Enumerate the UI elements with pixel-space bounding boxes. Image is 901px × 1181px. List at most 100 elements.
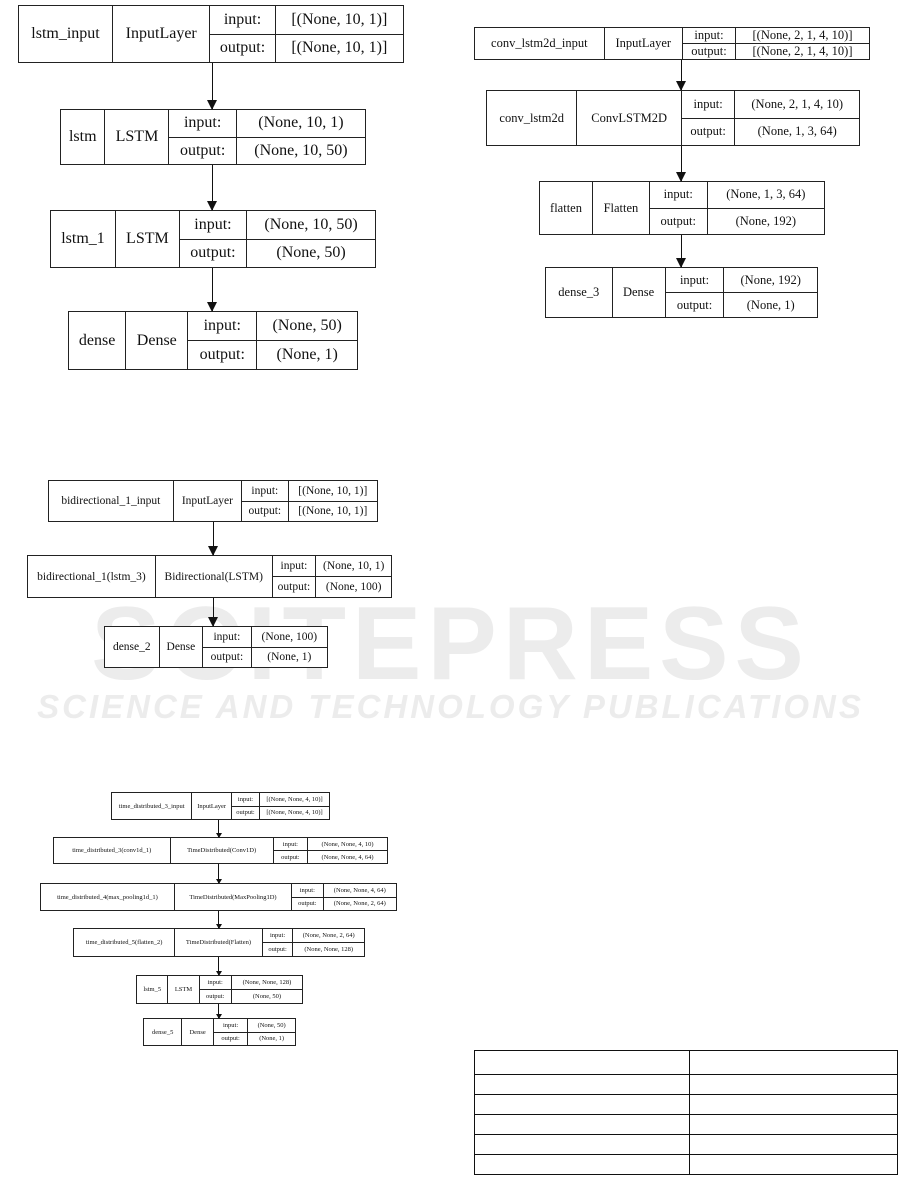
- output-shape: (None, 50): [246, 238, 376, 268]
- layer-type: Dense: [611, 267, 666, 318]
- output-shape: (None, None, 4, 64): [307, 850, 388, 864]
- output-label: output:: [664, 292, 725, 318]
- output-label: output:: [212, 1031, 249, 1046]
- layer-name: lstm_1: [50, 210, 116, 268]
- output-label: output:: [291, 896, 324, 911]
- layer-type: TimeDistributed(Conv1D): [169, 837, 274, 864]
- output-shape: [(None, None, 4, 10)]: [259, 805, 330, 820]
- output-label: output:: [680, 117, 736, 146]
- output-shape: (None, 1): [256, 340, 358, 370]
- flow-arrow: [207, 165, 217, 211]
- input-shape: [(None, None, 4, 10)]: [259, 792, 330, 807]
- layer-node: time_distributed_5(flatten_2)TimeDistrib…: [72, 928, 365, 957]
- output-shape: [(None, 10, 1)]: [274, 33, 405, 63]
- flow-arrow: [216, 864, 222, 884]
- input-shape: (None, 10, 1): [315, 555, 392, 577]
- output-label: output:: [272, 850, 309, 864]
- input-label: input:: [168, 109, 237, 138]
- table-row: [474, 1050, 898, 1075]
- input-shape: (None, None, 128): [230, 975, 304, 990]
- input-shape: (None, 1, 3, 64): [706, 181, 826, 209]
- output-label: output:: [178, 238, 248, 268]
- input-shape: [(None, 2, 1, 4, 10)]: [735, 27, 870, 44]
- output-shape: (None, 1, 3, 64): [734, 117, 860, 146]
- layer-name: dense_3: [545, 267, 613, 318]
- table-row: [474, 1114, 898, 1135]
- output-shape: (None, 10, 50): [235, 136, 367, 165]
- input-label: input:: [291, 883, 324, 898]
- output-label: output:: [202, 646, 252, 668]
- layer-node: time_distributed_4(max_pooling1d_1)TimeD…: [40, 883, 398, 911]
- layer-name: conv_lstm2d: [485, 90, 578, 146]
- layer-type: InputLayer: [172, 480, 243, 522]
- output-label: output:: [648, 207, 708, 235]
- output-shape: (None, 1): [247, 1031, 296, 1046]
- flow-arrow: [216, 820, 222, 838]
- output-shape: (None, 1): [250, 646, 329, 668]
- input-shape: (None, 10, 50): [246, 210, 376, 240]
- input-shape: (None, 192): [723, 267, 818, 293]
- output-label: output:: [230, 805, 261, 820]
- layer-type: LSTM: [104, 109, 170, 165]
- layer-name: time_distributed_4(max_pooling1d_1): [40, 883, 175, 911]
- flow-arrow: [676, 146, 686, 182]
- output-shape: (None, 100): [315, 576, 392, 598]
- input-label: input:: [187, 311, 258, 341]
- input-label: input:: [178, 210, 248, 240]
- layer-type: ConvLSTM2D: [576, 90, 682, 146]
- layer-name: bidirectional_1(lstm_3): [27, 555, 156, 598]
- output-shape: (None, 192): [706, 207, 826, 235]
- input-shape: (None, None, 2, 64): [292, 928, 365, 943]
- input-label: input:: [272, 837, 309, 851]
- layer-node: time_distributed_3(conv1d_1)TimeDistribu…: [53, 837, 388, 864]
- flow-arrow: [208, 522, 218, 556]
- layer-name: time_distributed_5(flatten_2): [72, 928, 176, 957]
- layer-type: Flatten: [592, 181, 650, 235]
- input-label: input:: [212, 1018, 249, 1033]
- output-label: output:: [681, 43, 737, 60]
- input-label: input:: [271, 555, 317, 577]
- output-shape: [(None, 2, 1, 4, 10)]: [735, 43, 870, 60]
- flow-arrow: [207, 268, 217, 312]
- table-row: [474, 1154, 898, 1175]
- input-label: input:: [680, 90, 736, 119]
- flow-arrow: [207, 63, 217, 110]
- input-shape: (None, 50): [247, 1018, 296, 1033]
- empty-table: [474, 1050, 898, 1175]
- layer-type: Dense: [125, 311, 189, 370]
- input-label: input:: [230, 792, 261, 807]
- layer-name: dense: [67, 311, 127, 370]
- input-shape: (None, 50): [256, 311, 358, 341]
- input-shape: [(None, 10, 1)]: [287, 480, 379, 502]
- output-label: output:: [198, 989, 232, 1004]
- layer-name: dense_2: [104, 626, 160, 668]
- flow-arrow: [208, 598, 218, 627]
- flow-arrow: [216, 911, 222, 929]
- layer-type: InputLayer: [112, 5, 211, 63]
- layer-type: Dense: [158, 626, 204, 668]
- input-label: input:: [681, 27, 737, 44]
- flow-arrow: [676, 60, 686, 91]
- output-shape: (None, 1): [723, 292, 818, 318]
- output-label: output:: [261, 942, 294, 957]
- flow-arrow: [216, 1004, 222, 1019]
- output-label: output:: [168, 136, 237, 165]
- layer-type: LSTM: [114, 210, 180, 268]
- input-shape: (None, None, 4, 10): [307, 837, 388, 851]
- input-shape: [(None, 10, 1)]: [274, 5, 405, 35]
- input-shape: (None, 100): [250, 626, 329, 648]
- input-label: input:: [202, 626, 252, 648]
- layer-name: conv_lstm2d_input: [474, 27, 605, 60]
- output-label: output:: [271, 576, 317, 598]
- watermark-tagline: SCIENCE AND TECHNOLOGY PUBLICATIONS: [37, 688, 864, 725]
